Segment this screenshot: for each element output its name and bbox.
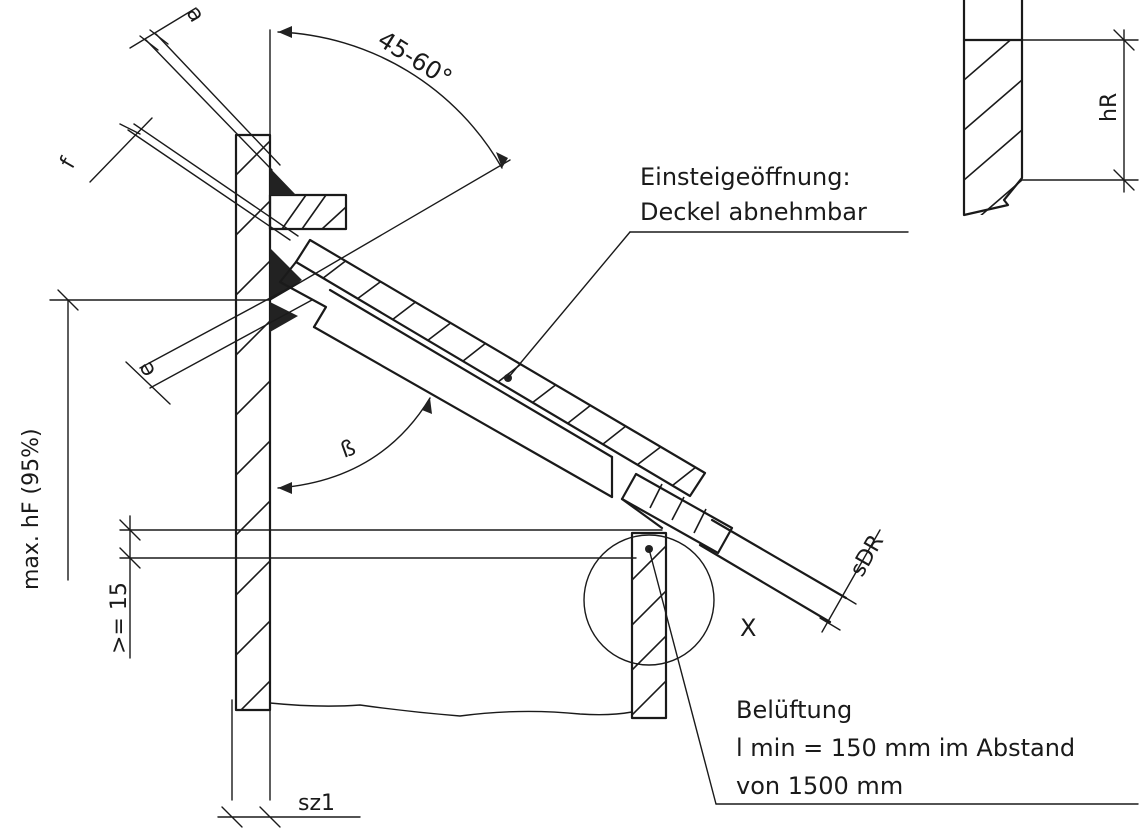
angle-beta: ß [277, 397, 432, 494]
wall-hatching [236, 139, 270, 710]
angle-45-60: 45-60° [269, 25, 511, 301]
dim-e-label: e [133, 357, 161, 381]
dimension-min-15: >= 15 [107, 515, 271, 659]
dimension-f: f [56, 117, 299, 241]
detail-x-circle [583, 534, 715, 666]
beta-label: ß [338, 435, 360, 463]
opening-line2: Deckel abnehmbar [640, 198, 867, 226]
opening-line1: Einsteigeöffnung: [640, 163, 851, 191]
vertical-wall [231, 29, 272, 801]
detail-view: hR [962, 0, 1139, 217]
vent-line3: von 1500 mm [736, 772, 903, 800]
dimension-sdr: sDR [819, 529, 890, 633]
dim-a-label: a [181, 3, 209, 27]
upper-bracket [268, 168, 348, 231]
weld-upper [270, 168, 296, 195]
dim-f-label: f [56, 153, 82, 173]
tank-body [269, 529, 715, 720]
sdr-label: sDR [846, 531, 890, 581]
min-15-label: >= 15 [107, 582, 132, 654]
dimension-sz1: sz1 [217, 791, 361, 828]
sz1-label: sz1 [298, 791, 335, 816]
vent-line2: l min = 150 mm im Abstand [736, 734, 1075, 762]
callout-opening: Einsteigeöffnung: Deckel abnehmbar [504, 163, 909, 382]
max-hf-label: max. hF (95%) [19, 428, 44, 590]
hr-label: hR [1097, 93, 1122, 122]
detail-x-label: X [740, 614, 756, 642]
dimension-max-hf: max. hF (95%) [19, 289, 271, 590]
inclined-lid [278, 238, 848, 624]
callout-vent: Belüftung l min = 150 mm im Abstand von … [648, 548, 1139, 805]
weld-lower [270, 302, 298, 332]
dimension-a: a [129, 3, 281, 171]
vent-line1: Belüftung [736, 696, 852, 724]
